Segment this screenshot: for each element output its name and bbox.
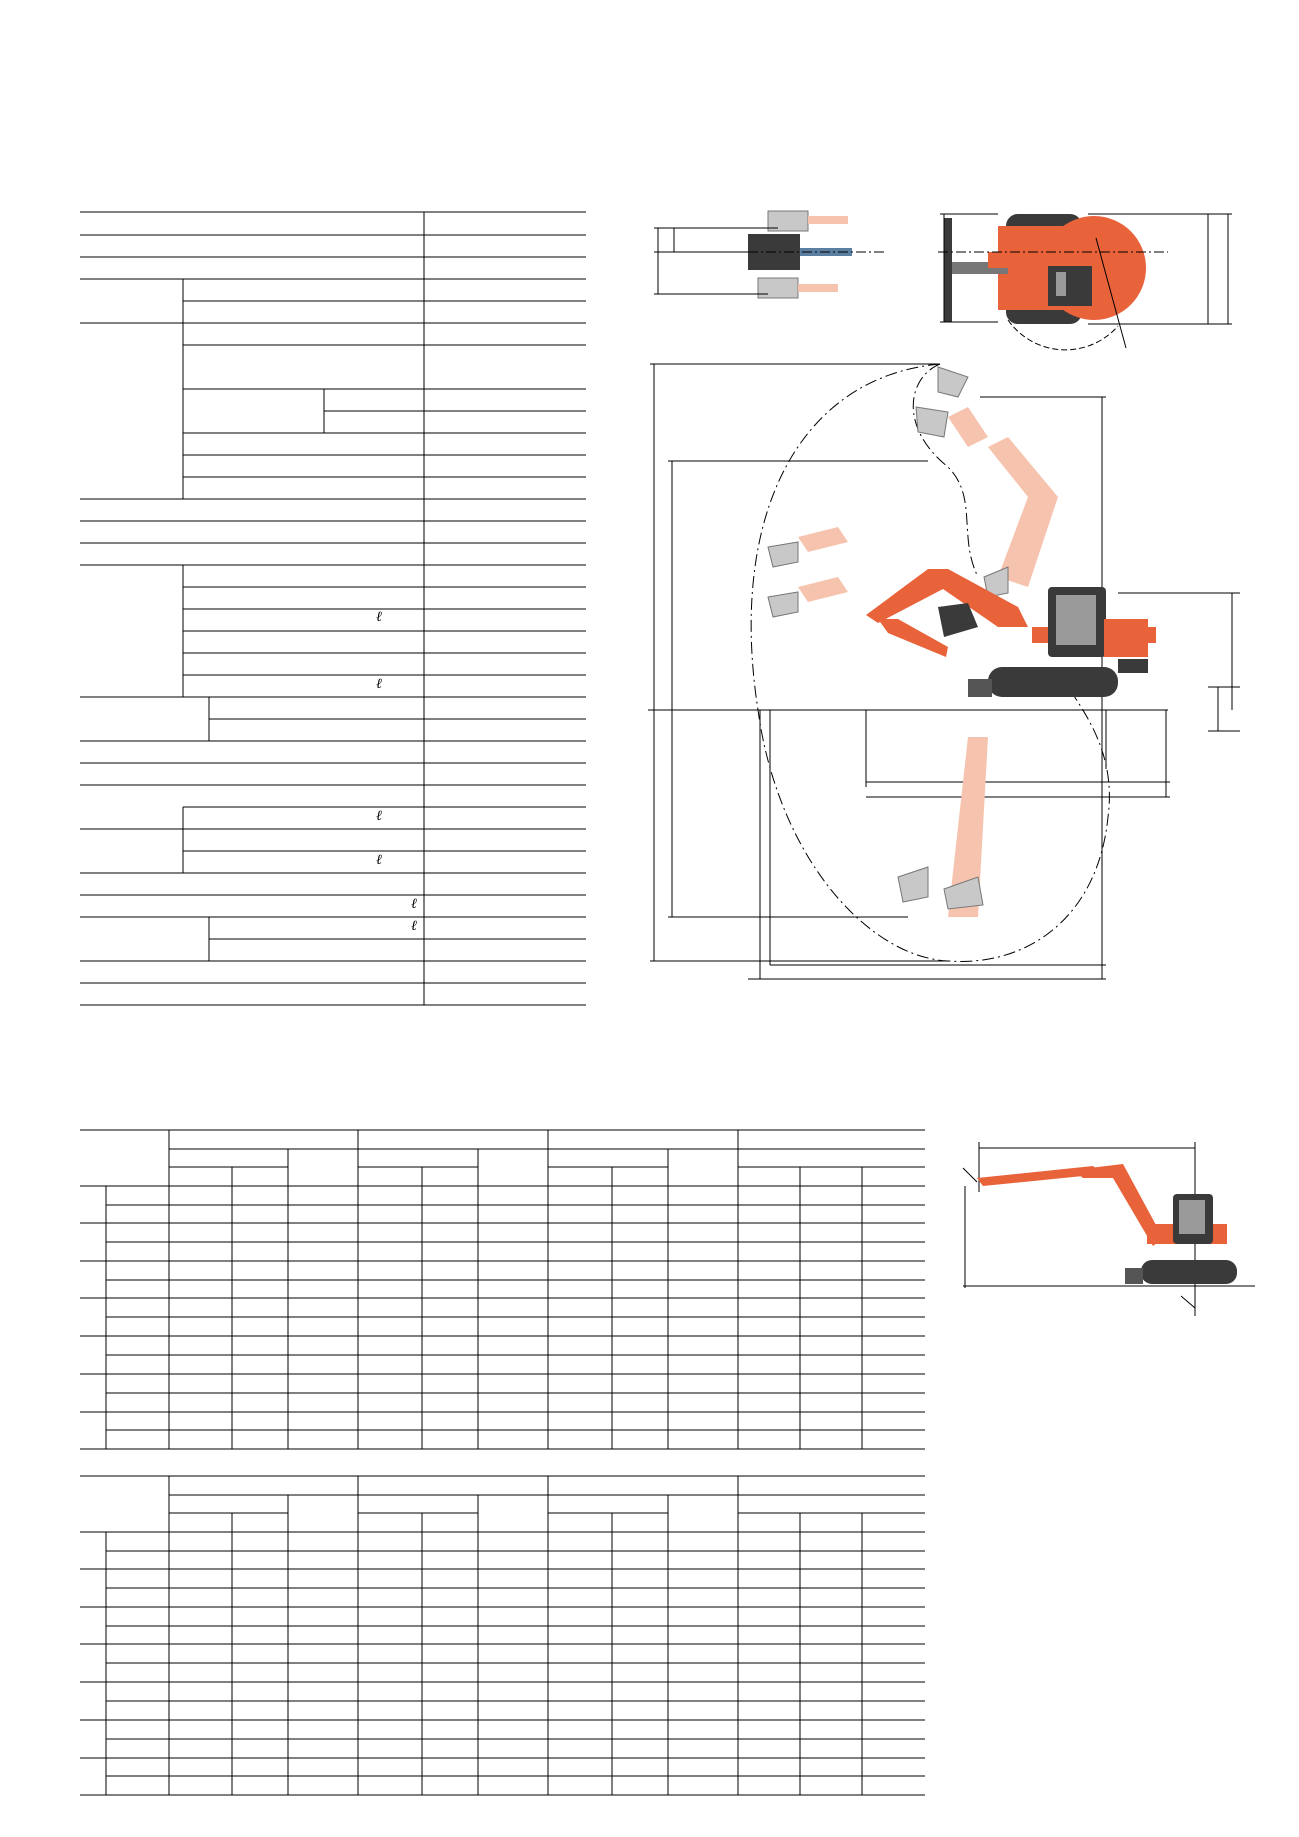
lifting-table-2 — [80, 1475, 925, 1796]
litre-symbol: ℓ — [411, 897, 417, 912]
specifications-table: ℓ ℓ ℓ ℓ ℓ ℓ — [80, 211, 586, 1029]
excavator-side-view — [866, 569, 1156, 697]
lifting-point-drawing — [962, 1142, 1255, 1316]
ghost-buckets — [767, 366, 1009, 910]
lifting-capacity-grid — [80, 1129, 925, 1796]
boom-offset-sketch — [654, 210, 884, 299]
litre-symbol: ℓ — [411, 919, 417, 934]
lifting-excavator-side-view — [977, 1164, 1237, 1284]
lifting-point-diagram — [962, 1128, 1255, 1318]
litre-symbol: ℓ — [376, 853, 382, 868]
top-view-dimension-diagram — [648, 208, 1232, 351]
machine-top-view — [938, 213, 1232, 351]
working-range-drawing — [648, 363, 1240, 980]
lifting-dimension-lines — [962, 1142, 1255, 1316]
dimension-lines — [648, 363, 1240, 980]
lifting-table-1 — [80, 1129, 925, 1450]
litre-symbol: ℓ — [376, 809, 382, 824]
specifications-table-grid — [80, 211, 586, 1006]
working-range-diagram — [648, 357, 1248, 980]
litre-symbol: ℓ — [376, 610, 382, 625]
litre-symbol: ℓ — [376, 677, 382, 692]
lifting-capacity-tables — [80, 1128, 925, 1800]
top-view-drawing — [654, 210, 1232, 351]
ghost-boom-positions — [798, 407, 1058, 917]
